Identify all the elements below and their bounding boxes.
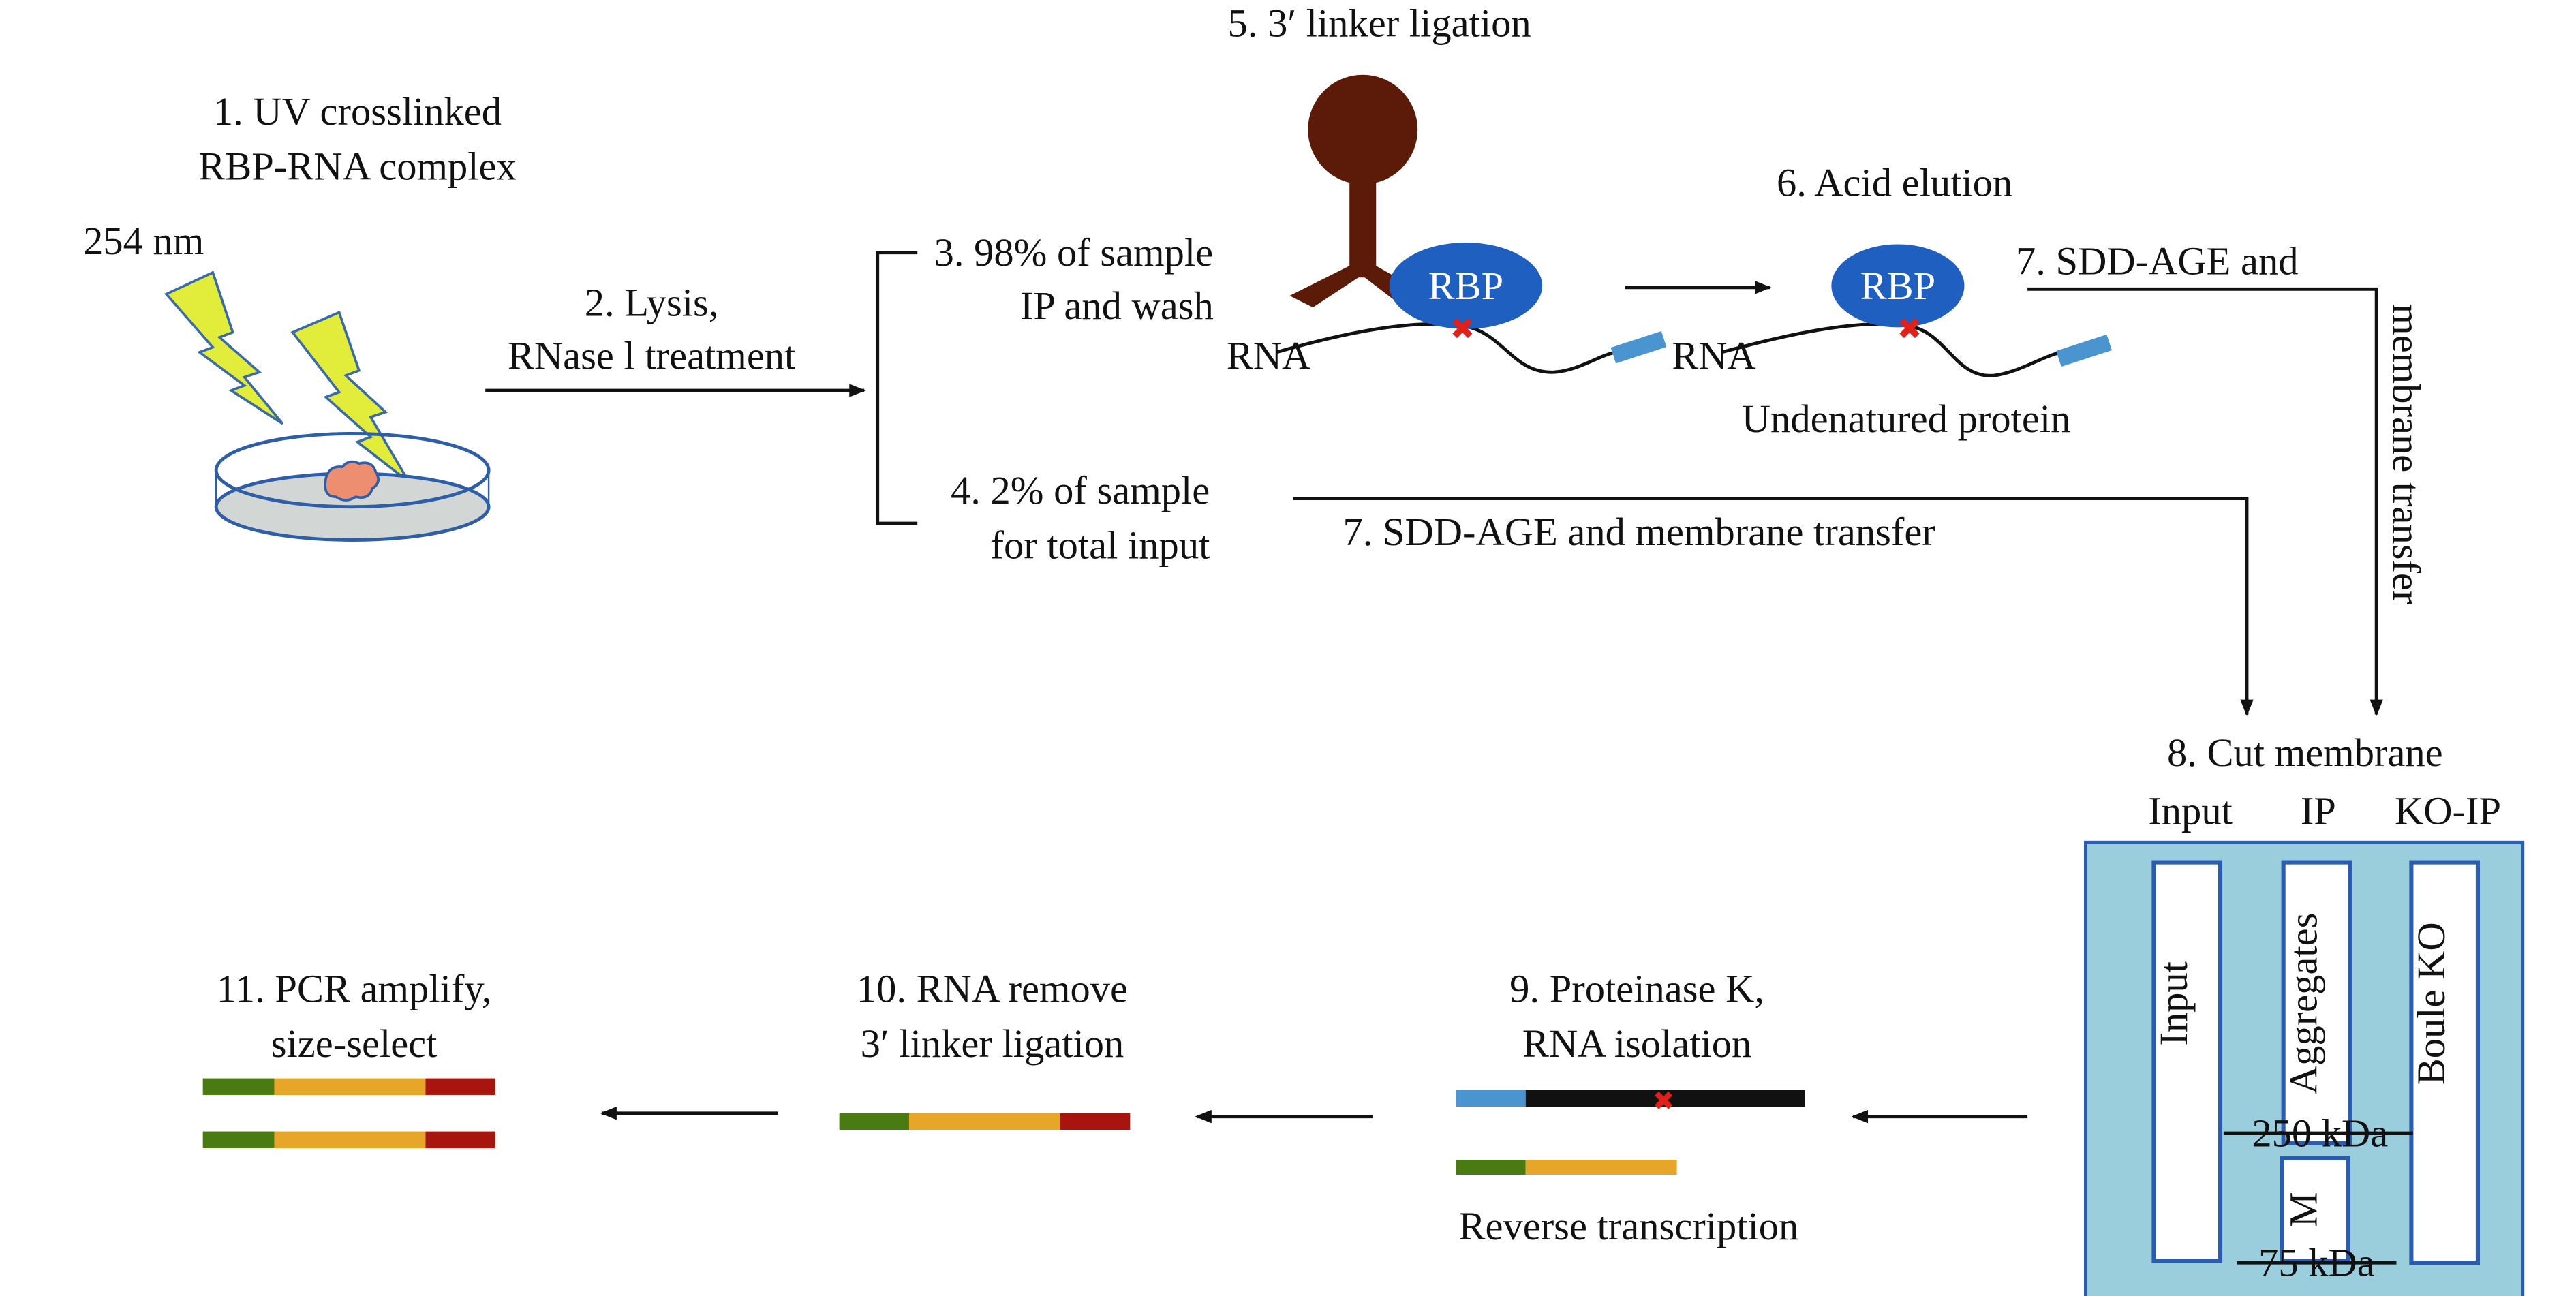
linker-icon (1610, 330, 1667, 364)
step1-title-line2: RBP-RNA complex (198, 144, 517, 188)
step6-caption: Undenatured protein (1742, 397, 2071, 441)
rbp-label: RBP (1428, 264, 1504, 308)
step4-line2: for total input (991, 523, 1210, 567)
rbp-icon (1389, 243, 1543, 329)
crosslink-icon: ✖ (1897, 311, 1922, 346)
column-ko-ip: KO-IP (2395, 788, 2501, 833)
step9-line2: RNA isolation (1522, 1021, 1752, 1066)
step10-line2: 3′ linker ligation (861, 1021, 1124, 1066)
ligated-cdna (839, 1113, 1131, 1130)
arrow-input-transfer (1293, 497, 2254, 716)
step11-line1: 11. PCR amplify, (217, 966, 492, 1010)
linker-icon (2056, 334, 2112, 367)
lane-label-aggregates: Aggregates (2281, 913, 2325, 1094)
step2-line1: 2. Lysis, (585, 280, 719, 324)
column-input: Input (2148, 788, 2233, 833)
step3-line2: IP and wash (1020, 283, 1214, 328)
step7-lower: 7. SDD-AGE and membrane transfer (1343, 510, 1935, 554)
rbp-icon (1831, 244, 1965, 328)
step4-line1: 4. 2% of sample (951, 468, 1210, 512)
rna-fragment: ✖ (1456, 1086, 1805, 1117)
split-bracket (876, 251, 918, 525)
column-ip: IP (2301, 788, 2336, 833)
marker-low: 75 kDa (2258, 1241, 2375, 1285)
rbp-rna-complex-2: RBP RNA ✖ (1672, 244, 2112, 377)
tissue-icon (324, 460, 380, 502)
cdna-fragment (1456, 1160, 1677, 1175)
rna-label: RNA (1672, 333, 1756, 377)
lane-aggregates (2281, 860, 2352, 1145)
marker-high: 250 kDa (2252, 1111, 2388, 1156)
uv-bolt-icon (164, 271, 284, 425)
step1: 1. UV crosslinked RBP-RNA complex 254 nm (83, 89, 517, 542)
rbp-rna-complex-1: RBP RNA ✖ (1227, 243, 1667, 377)
step11-line2: size-select (271, 1021, 438, 1066)
pcr-product (202, 1131, 495, 1148)
rbp-label: RBP (1860, 264, 1936, 308)
uv-wavelength-label: 254 nm (83, 219, 204, 263)
lane-label-m: M (2281, 1192, 2325, 1227)
step3-line1: 3. 98% of sample (934, 230, 1214, 275)
lane-monomer (2280, 1156, 2350, 1263)
step8-label: 8. Cut membrane (2167, 730, 2443, 775)
membrane: Input Aggregates M Boule KO 250 kDa 75 k… (2084, 840, 2525, 1296)
pcr-product (202, 1078, 495, 1095)
step7-upper-line1: 7. SDD-AGE and (2016, 238, 2298, 283)
step6-label: 6. Acid elution (1777, 161, 2012, 205)
culture-dish-icon (214, 432, 491, 542)
arrow-ip-transfer (2027, 287, 2383, 716)
step7-upper-line2: membrane transfer (2385, 304, 2429, 604)
crosslink-icon: ✖ (1653, 1086, 1675, 1117)
step2-line2: RNase l treatment (508, 333, 795, 377)
lane-boule-ko (2409, 860, 2480, 1265)
step5-label: 5. 3′ linker ligation (1228, 1, 1531, 46)
step9-caption: Reverse transcription (1458, 1204, 1798, 1248)
uv-bolt-icon (290, 310, 410, 483)
lane-label-input: Input (2151, 961, 2196, 1046)
step10-line1: 10. RNA remove (857, 966, 1128, 1010)
lane-label-boule-ko: Boule KO (2409, 922, 2453, 1085)
step9-line1: 9. Proteinase K, (1509, 966, 1764, 1010)
crosslink-icon: ✖ (1450, 311, 1475, 346)
lane-input (2151, 860, 2223, 1263)
step1-title-line1: 1. UV crosslinked (213, 89, 502, 134)
rna-label: RNA (1227, 333, 1311, 377)
